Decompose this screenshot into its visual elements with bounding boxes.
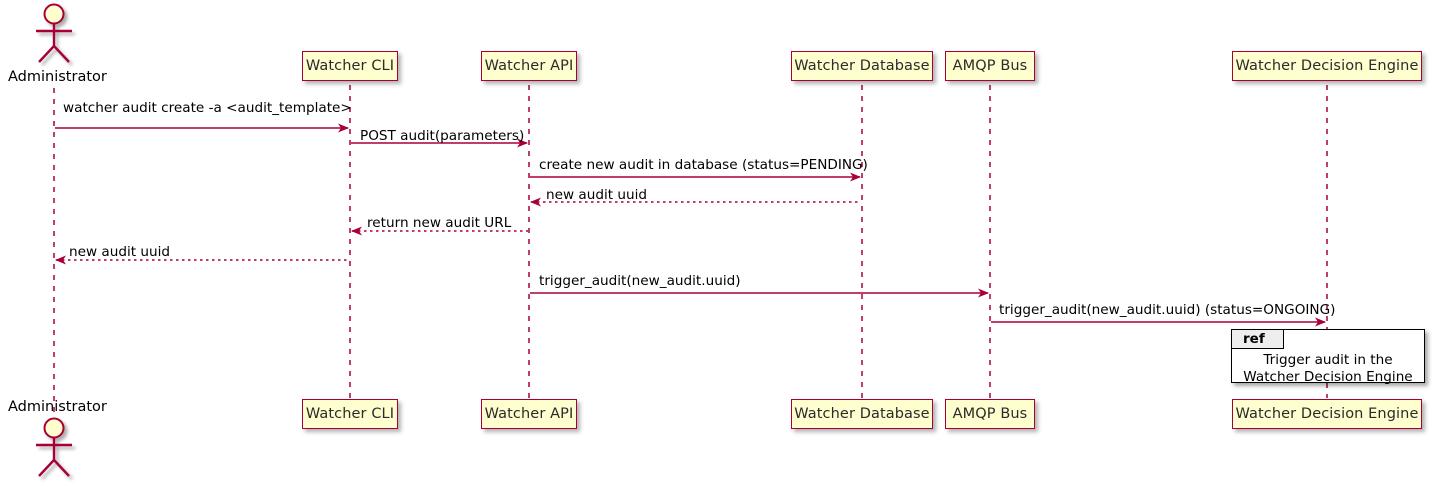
message-label-trigger-audit-ongoing: trigger_audit(new_audit.uuid) (status=ON… (999, 302, 1336, 318)
participant-label: Watcher API (484, 57, 574, 74)
message-label-trigger-audit: trigger_audit(new_audit.uuid) (539, 273, 741, 289)
participant-label: Watcher Decision Engine (1235, 405, 1419, 422)
participant-watcher-decision-engine-top[interactable]: Watcher Decision Engine (1232, 51, 1422, 81)
participant-label: AMQP Bus (952, 57, 1028, 74)
participant-label: Watcher API (484, 405, 574, 422)
actor-label-administrator-top: Administrator (8, 69, 107, 85)
participant-watcher-database-top[interactable]: Watcher Database (791, 51, 933, 81)
ref-fragment-tab-label: ref (1243, 331, 1265, 347)
participant-amqp-bus-bottom[interactable]: AMQP Bus (945, 399, 1035, 429)
participant-label: Watcher CLI (305, 57, 395, 74)
participant-label: Watcher Database (794, 405, 930, 422)
participant-watcher-database-bottom[interactable]: Watcher Database (791, 399, 933, 429)
ref-fragment-line-2: Watcher Decision Engine (1243, 369, 1413, 385)
participant-watcher-cli-top[interactable]: Watcher CLI (302, 51, 398, 81)
ref-fragment-tab (1232, 330, 1284, 349)
message-label-watcher-audit-create: watcher audit create -a <audit_template> (63, 100, 352, 116)
actor-administrator-top (36, 3, 72, 63)
participant-watcher-decision-engine-bottom[interactable]: Watcher Decision Engine (1232, 399, 1422, 429)
participant-amqp-bus-top[interactable]: AMQP Bus (945, 51, 1035, 81)
participant-watcher-cli-bottom[interactable]: Watcher CLI (302, 399, 398, 429)
participant-watcher-api-top[interactable]: Watcher API (481, 51, 577, 81)
participant-label: Watcher Database (794, 57, 930, 74)
ref-fragment[interactable]: ref Trigger audit in the Watcher Decisio… (1231, 329, 1425, 386)
participant-watcher-api-bottom[interactable]: Watcher API (481, 399, 577, 429)
participant-label: AMQP Bus (952, 405, 1028, 422)
message-label-create-new-audit: create new audit in database (status=PEN… (539, 157, 868, 173)
participant-label: Watcher CLI (305, 405, 395, 422)
participant-label: Watcher Decision Engine (1235, 57, 1419, 74)
actor-administrator-bottom (36, 417, 72, 477)
ref-fragment-line-1: Trigger audit in the (1263, 352, 1393, 368)
message-label-return-new-audit-url: return new audit URL (367, 215, 512, 231)
message-arrows (55, 123, 1326, 327)
message-label-new-audit-uuid-db: new audit uuid (546, 187, 648, 203)
actor-label-administrator-bottom: Administrator (8, 399, 107, 415)
message-label-post-audit: POST audit(parameters) (360, 128, 525, 144)
lifelines (53, 85, 1328, 430)
message-label-new-audit-uuid-cli: new audit uuid (69, 244, 171, 260)
ref-fragment-body: Trigger audit in the Watcher Decision En… (1232, 352, 1424, 386)
